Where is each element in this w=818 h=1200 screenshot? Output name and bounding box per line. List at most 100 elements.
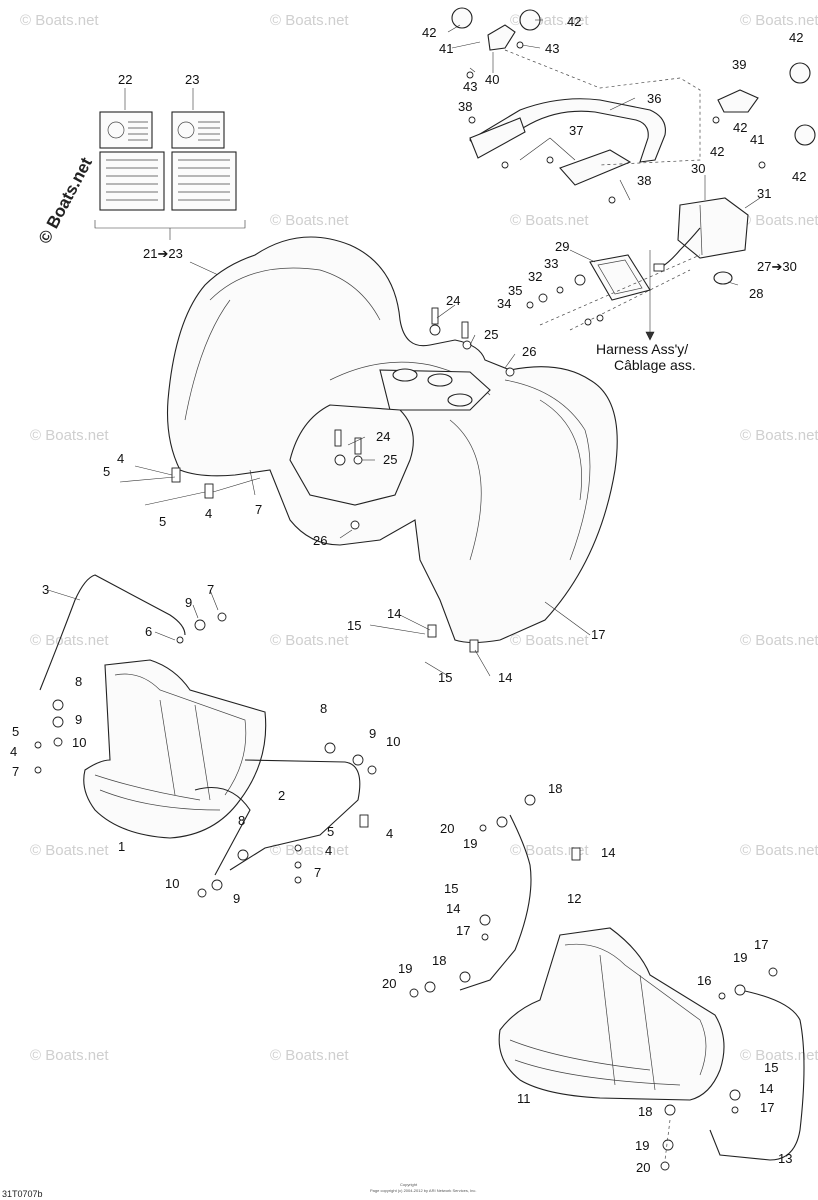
decal-21-large-b bbox=[171, 151, 237, 211]
callout-19: 19 bbox=[733, 950, 747, 965]
watermark-text: © Boats.net bbox=[270, 212, 349, 229]
bulb-28 bbox=[713, 271, 733, 285]
bolt-24 bbox=[354, 437, 362, 455]
callout-9: 9 bbox=[369, 726, 376, 741]
bolt-38 bbox=[501, 161, 509, 169]
callout-18: 18 bbox=[432, 953, 446, 968]
rear-fender bbox=[167, 236, 618, 653]
watermark-text: © Boats.net bbox=[30, 427, 109, 444]
bolt-18 bbox=[524, 794, 536, 806]
callout-16: 16 bbox=[697, 973, 711, 988]
callout-26: 26 bbox=[313, 533, 327, 548]
watermark-text: © Boats.net bbox=[270, 12, 349, 29]
callout-42: 42 bbox=[567, 14, 581, 29]
callout-38: 38 bbox=[637, 173, 651, 188]
callout-22: 22 bbox=[118, 72, 132, 87]
watermark-text: © Boats.net bbox=[30, 632, 109, 649]
callout-41: 41 bbox=[750, 132, 764, 147]
callout-labels: 42 42 41 43 43 40 42 39 42 41 42 42 22 2… bbox=[10, 14, 806, 1175]
callout-7: 7 bbox=[207, 582, 214, 597]
callout-4: 4 bbox=[386, 826, 393, 841]
callout-25: 25 bbox=[484, 327, 498, 342]
washer-9 bbox=[52, 716, 64, 728]
callout-5: 5 bbox=[12, 724, 19, 739]
callout-14: 14 bbox=[759, 1081, 773, 1096]
callout-19: 19 bbox=[398, 961, 412, 976]
callout-3: 3 bbox=[42, 582, 49, 597]
callout-20: 20 bbox=[382, 976, 396, 991]
callout-2: 2 bbox=[278, 788, 285, 803]
callout-18: 18 bbox=[548, 781, 562, 796]
handle-bracket-left bbox=[469, 117, 526, 159]
right-footrest-11 bbox=[409, 794, 805, 1171]
harness-label-line2: Câblage ass. bbox=[614, 357, 696, 373]
callout-42: 42 bbox=[789, 30, 803, 45]
callout-14: 14 bbox=[387, 606, 401, 621]
callout-15: 15 bbox=[764, 1060, 778, 1075]
callout-5: 5 bbox=[327, 824, 334, 839]
callout-4: 4 bbox=[325, 843, 332, 858]
nut-41 bbox=[758, 161, 766, 169]
bolt-18 bbox=[459, 971, 471, 983]
callout-12: 12 bbox=[567, 891, 581, 906]
callout-4: 4 bbox=[117, 451, 124, 466]
watermark-text: © Boats.net bbox=[510, 632, 589, 649]
callout-5: 5 bbox=[103, 464, 110, 479]
callout-32: 32 bbox=[528, 269, 542, 284]
washer-19 bbox=[662, 1139, 674, 1151]
bolt-24 bbox=[334, 429, 342, 447]
watermark-text: © Boats.net bbox=[510, 842, 589, 859]
nut-17 bbox=[768, 967, 778, 977]
callout-34: 34 bbox=[497, 296, 511, 311]
bolt-24 bbox=[431, 307, 439, 325]
callout-36: 36 bbox=[647, 91, 661, 106]
callout-40: 40 bbox=[485, 72, 499, 87]
callout-24: 24 bbox=[376, 429, 390, 444]
callout-4: 4 bbox=[10, 744, 17, 759]
callout-39: 39 bbox=[732, 57, 746, 72]
grab-handle-36 bbox=[469, 98, 666, 163]
callout-42: 42 bbox=[733, 120, 747, 135]
left-footrest-1 bbox=[34, 574, 377, 898]
support-rod-13 bbox=[709, 989, 805, 1161]
decal-22-small bbox=[99, 111, 153, 149]
support-rod-2 bbox=[194, 786, 251, 876]
nut-20 bbox=[660, 1161, 670, 1171]
washer-19 bbox=[424, 981, 436, 993]
callout-10: 10 bbox=[72, 735, 86, 750]
watermark-text: © Boats.net bbox=[270, 632, 349, 649]
support-rod-2b bbox=[229, 759, 361, 871]
watermark-text: © Boats.net bbox=[740, 12, 818, 29]
callout-30: 30 bbox=[691, 161, 705, 176]
callout-24: 24 bbox=[446, 293, 460, 308]
decal-bracket bbox=[94, 220, 246, 229]
callout-9: 9 bbox=[233, 891, 240, 906]
bolt-24 bbox=[461, 321, 469, 339]
callout-9: 9 bbox=[75, 712, 82, 727]
callout-35: 35 bbox=[508, 283, 522, 298]
reflector-bracket-39 bbox=[717, 89, 759, 113]
bolt-16 bbox=[718, 992, 726, 1000]
callout-31: 31 bbox=[757, 186, 771, 201]
connector bbox=[653, 263, 665, 272]
callout-13: 13 bbox=[778, 1151, 792, 1166]
harness-wire bbox=[659, 227, 701, 269]
decal-warning-icon bbox=[177, 121, 195, 139]
callout-43: 43 bbox=[463, 79, 477, 94]
callout-27-30: 27➔30 bbox=[757, 259, 797, 274]
washer-9 bbox=[211, 879, 223, 891]
nut-7 bbox=[217, 612, 227, 622]
callout-42: 42 bbox=[422, 25, 436, 40]
callout-8: 8 bbox=[320, 701, 327, 716]
callout-15: 15 bbox=[444, 881, 458, 896]
watermark-text: © Boats.net bbox=[20, 12, 99, 29]
callout-42: 42 bbox=[710, 144, 724, 159]
callout-15: 15 bbox=[347, 618, 361, 633]
watermark-text: © Boats.net bbox=[740, 212, 818, 229]
callout-26: 26 bbox=[522, 344, 536, 359]
footrest-body bbox=[83, 659, 267, 839]
copyright-line2: Page copyright (c) 2004-2012 by ARI Netw… bbox=[370, 1188, 477, 1193]
callout-29: 29 bbox=[555, 239, 569, 254]
callout-14: 14 bbox=[446, 901, 460, 916]
